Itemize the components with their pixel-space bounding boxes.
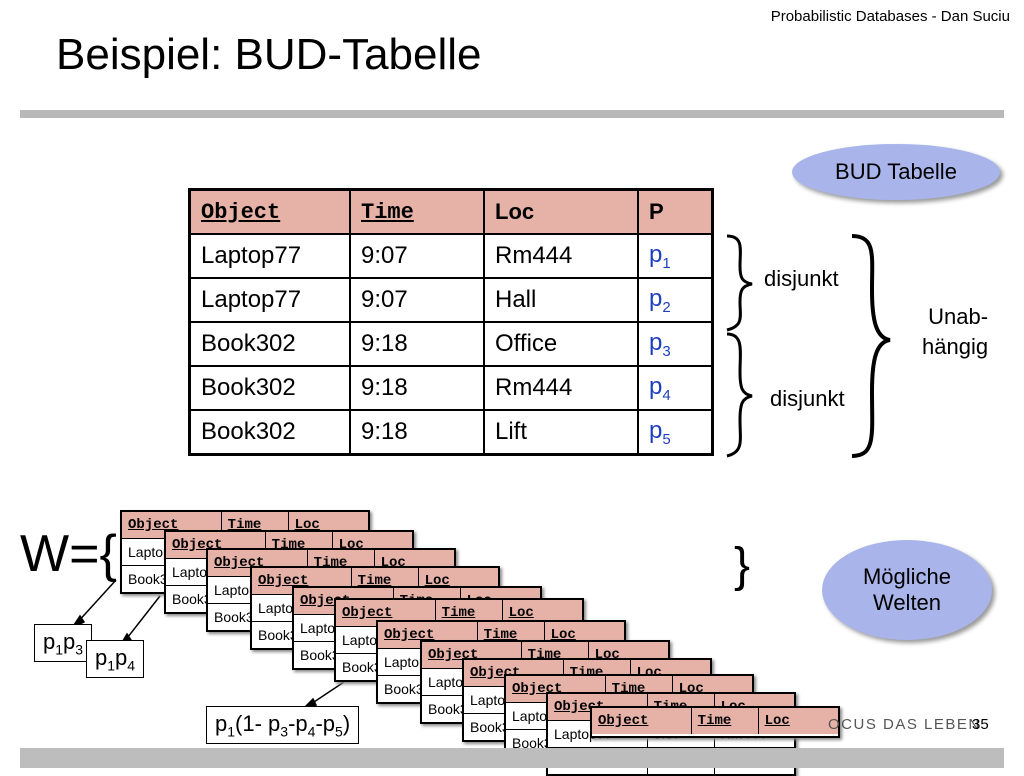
- possible-worlds-callout-line2: Welten: [872, 590, 942, 615]
- cell-object: Laptop77: [188, 277, 351, 323]
- cell-probability: p1: [637, 233, 714, 279]
- cell-time: 9:18: [349, 321, 485, 367]
- label-unabhaengig: Unab- hängig: [922, 304, 989, 359]
- cell-probability: p4: [637, 365, 714, 411]
- table-row: Laptop77 9:07 Rm444 p1: [188, 233, 714, 279]
- label-disjunkt-2: disjunkt: [770, 386, 845, 411]
- column-header-time: Time: [349, 188, 485, 235]
- brace-disjunkt-2: [726, 332, 753, 458]
- table-row: Book302 9:18 Lift p5: [188, 409, 714, 456]
- table-header-row: Object Time Loc P: [188, 188, 714, 235]
- pointer-arrow-2: [123, 595, 161, 643]
- table-row: Book302 9:18 Office p3: [188, 321, 714, 367]
- cell-time: 9:07: [349, 277, 485, 323]
- worlds-open-label: W={: [20, 525, 117, 583]
- cell-object: Book302: [188, 321, 351, 367]
- cell-loc: Lift: [483, 409, 639, 456]
- bud-table-callout: BUD Tabelle: [792, 144, 1000, 200]
- world-probability-box-3: p1(1- p3-p4-p5): [206, 706, 360, 745]
- pointer-arrow-1: [75, 579, 117, 625]
- table-row: Book302 9:18 Rm444 p4: [188, 365, 714, 411]
- footer-logo-text: OCUS DAS LEBEN: [828, 716, 981, 733]
- brace-disjunkt-1: [726, 234, 753, 332]
- cell-loc: Rm444: [483, 233, 639, 279]
- cell-loc: Hall: [483, 277, 639, 323]
- possible-worlds-callout: Mögliche Welten: [822, 540, 992, 640]
- cell-object: Book302: [188, 365, 351, 411]
- cell-loc: Rm444: [483, 365, 639, 411]
- header-note: Probabilistic Databases - Dan Suciu: [770, 8, 1010, 25]
- cell-object: Book302: [188, 409, 351, 456]
- cell-object: Laptop77: [188, 233, 351, 279]
- cell-probability: p2: [637, 277, 714, 323]
- cell-time: 9:18: [349, 365, 485, 411]
- bud-table-callout-text: BUD Tabelle: [835, 159, 957, 184]
- world-card-cell: Time: [691, 708, 759, 734]
- cell-time: 9:07: [349, 233, 485, 279]
- table-row: Laptop77 9:07 Hall p2: [188, 277, 714, 323]
- world-card-cell: Object: [592, 708, 692, 734]
- slide-title: Beispiel: BUD-Tabelle: [56, 30, 482, 79]
- cell-probability: p5: [637, 409, 714, 456]
- bud-table: Object Time Loc P Laptop77 9:07 Rm444 p1…: [188, 188, 714, 456]
- world-probability-box-2: p1p4: [86, 640, 145, 679]
- world-probability-box-1: p1p3: [34, 624, 93, 663]
- column-header-loc: Loc: [483, 188, 639, 235]
- title-divider: [20, 110, 1004, 118]
- world-card-cell: Loc: [758, 708, 838, 734]
- label-disjunkt-1: disjunkt: [764, 266, 839, 291]
- brace-unabhaengig: [851, 234, 891, 458]
- bottom-bar: [20, 748, 1004, 768]
- cell-loc: Office: [483, 321, 639, 367]
- column-header-p: P: [637, 188, 714, 235]
- page-number: 35: [972, 716, 989, 733]
- possible-worlds-callout-line1: Mögliche: [862, 564, 952, 589]
- cell-time: 9:18: [349, 409, 485, 456]
- cell-probability: p3: [637, 321, 714, 367]
- worlds-close-brace: }: [734, 539, 751, 592]
- column-header-object: Object: [188, 188, 351, 235]
